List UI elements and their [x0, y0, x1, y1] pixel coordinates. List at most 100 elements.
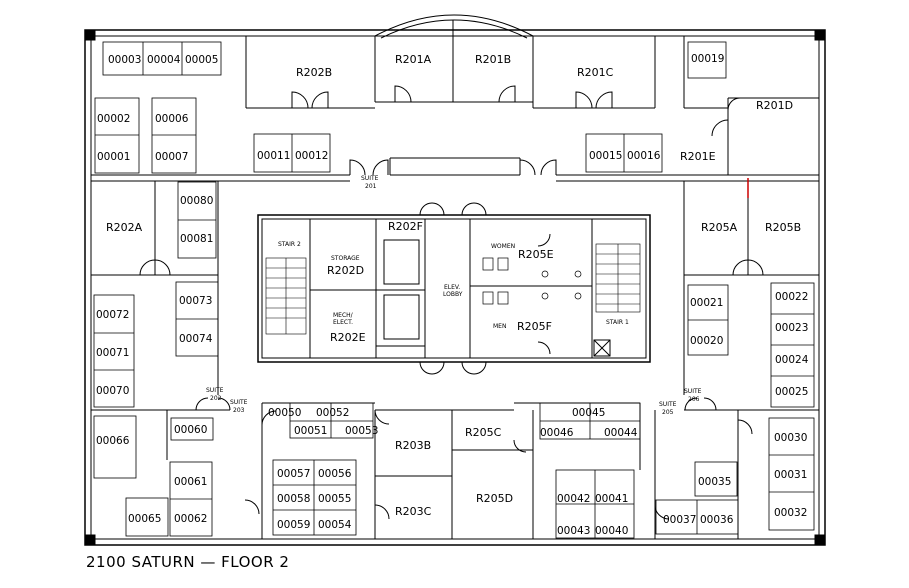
- suite-203-number: 203: [233, 407, 245, 414]
- ws-00056: 00056: [318, 468, 352, 480]
- ws-00071: 00071: [96, 347, 129, 359]
- ws-00046: 00046: [540, 427, 574, 439]
- ws-00025: 00025: [775, 386, 808, 398]
- lobby-label: LOBBY: [443, 291, 463, 298]
- ws-00011: 00011: [257, 150, 290, 162]
- storage-label: STORAGE: [331, 255, 360, 262]
- room-R201B: R201B: [475, 53, 511, 66]
- ws-00055: 00055: [318, 493, 351, 505]
- ws-00060: 00060: [174, 424, 207, 436]
- room-R205C: R205C: [465, 426, 502, 439]
- room-R202A: R202A: [106, 221, 143, 234]
- room-R202E: R202E: [330, 331, 366, 344]
- ws-00041: 00041: [595, 493, 628, 505]
- room-R205E: R205E: [518, 248, 554, 261]
- room-labels: R202B R201A R201B R201C R201D R201E R202…: [106, 53, 801, 518]
- room-R201E: R201E: [680, 150, 716, 163]
- mech-label: MECH/: [333, 312, 354, 319]
- elev-label: ELEV.: [444, 284, 460, 291]
- curved-bay: [374, 14, 534, 37]
- ws-00037: 00037: [663, 514, 696, 526]
- suite-202-number: 202: [210, 395, 222, 402]
- men-label: MEN: [493, 323, 506, 330]
- ws-00024: 00024: [775, 354, 809, 366]
- suite-205-number: 205: [662, 409, 674, 416]
- room-R203B: R203B: [395, 439, 431, 452]
- ws-00065: 00065: [128, 513, 161, 525]
- room-R203C: R203C: [395, 505, 432, 518]
- ws-00070: 00070: [96, 385, 129, 397]
- ws-00073: 00073: [179, 295, 212, 307]
- ws-00031: 00031: [774, 469, 807, 481]
- ws-00059: 00059: [277, 519, 310, 531]
- ws-00004: 00004: [147, 54, 181, 66]
- elect-label: ELECT.: [333, 319, 353, 326]
- suite-202-label: SUITE: [206, 387, 224, 394]
- ws-00007: 00007: [155, 151, 188, 163]
- women-label: WOMEN: [491, 243, 515, 250]
- ws-00032: 00032: [774, 507, 807, 519]
- room-R201D: R201D: [756, 99, 793, 112]
- ws-00074: 00074: [179, 333, 213, 345]
- ws-00045: 00045: [572, 407, 605, 419]
- room-R205A: R205A: [701, 221, 738, 234]
- ws-00020: 00020: [690, 335, 723, 347]
- ws-00042: 00042: [557, 493, 590, 505]
- stair-2-label: STAIR 2: [278, 241, 301, 248]
- suite-206-label: SUITE: [684, 388, 702, 395]
- ws-00057: 00057: [277, 468, 310, 480]
- stair-1-label: STAIR 1: [606, 319, 629, 326]
- ws-00016: 00016: [627, 150, 661, 162]
- core-labels: STAIR 2 STAIR 1 STORAGE MECH/ ELECT. ELE…: [278, 241, 629, 330]
- ws-00080: 00080: [180, 195, 213, 207]
- suite-201-number: 201: [365, 183, 377, 190]
- ws-00072: 00072: [96, 309, 129, 321]
- ws-00050: 00050: [268, 407, 301, 419]
- room-R202F: R202F: [388, 220, 423, 233]
- plan-title: 2100 SATURN — FLOOR 2: [86, 553, 290, 571]
- workstation-outlines: [93, 41, 815, 539]
- ws-00001: 00001: [97, 151, 130, 163]
- building-outline: [84, 29, 826, 546]
- room-R201C: R201C: [577, 66, 614, 79]
- ws-00023: 00023: [775, 322, 808, 334]
- building-core: [257, 214, 651, 363]
- suite-205-label: SUITE: [659, 401, 677, 408]
- ws-00021: 00021: [690, 297, 723, 309]
- ws-00058: 00058: [277, 493, 310, 505]
- ws-00040: 00040: [595, 525, 628, 537]
- ws-00030: 00030: [774, 432, 807, 444]
- ws-00044: 00044: [604, 427, 638, 439]
- ws-00036: 00036: [700, 514, 734, 526]
- ws-00015: 00015: [589, 150, 622, 162]
- room-R201A: R201A: [395, 53, 432, 66]
- ws-00002: 00002: [97, 113, 130, 125]
- workstation-labels: 00003 00004 00005 00002 00001 00006 0000…: [96, 53, 809, 537]
- ws-00066: 00066: [96, 435, 130, 447]
- ws-00054: 00054: [318, 519, 352, 531]
- ws-00022: 00022: [775, 291, 808, 303]
- suite-203-label: SUITE: [230, 399, 248, 406]
- suite-206-number: 206: [688, 396, 700, 403]
- ws-00061: 00061: [174, 476, 207, 488]
- suite-201-label: SUITE: [361, 175, 379, 182]
- ws-00005: 00005: [185, 54, 218, 66]
- room-R202D: R202D: [327, 264, 364, 277]
- ws-00003: 00003: [108, 54, 141, 66]
- ws-00051: 00051: [294, 425, 327, 437]
- room-R202B: R202B: [296, 66, 332, 79]
- room-R205D: R205D: [476, 492, 513, 505]
- room-R205B: R205B: [765, 221, 801, 234]
- building-inner-wall: [90, 35, 820, 540]
- ws-00043: 00043: [557, 525, 590, 537]
- ws-00012: 00012: [295, 150, 328, 162]
- suite-labels: SUITE 201 SUITE 202 SUITE 203 SUITE 205 …: [206, 175, 702, 416]
- ws-00019: 00019: [691, 53, 724, 65]
- ws-00052: 00052: [316, 407, 349, 419]
- ws-00053: 00053: [345, 425, 378, 437]
- ws-00006: 00006: [155, 113, 189, 125]
- ws-00035: 00035: [698, 476, 731, 488]
- room-R205F: R205F: [517, 320, 552, 333]
- ws-00062: 00062: [174, 513, 207, 525]
